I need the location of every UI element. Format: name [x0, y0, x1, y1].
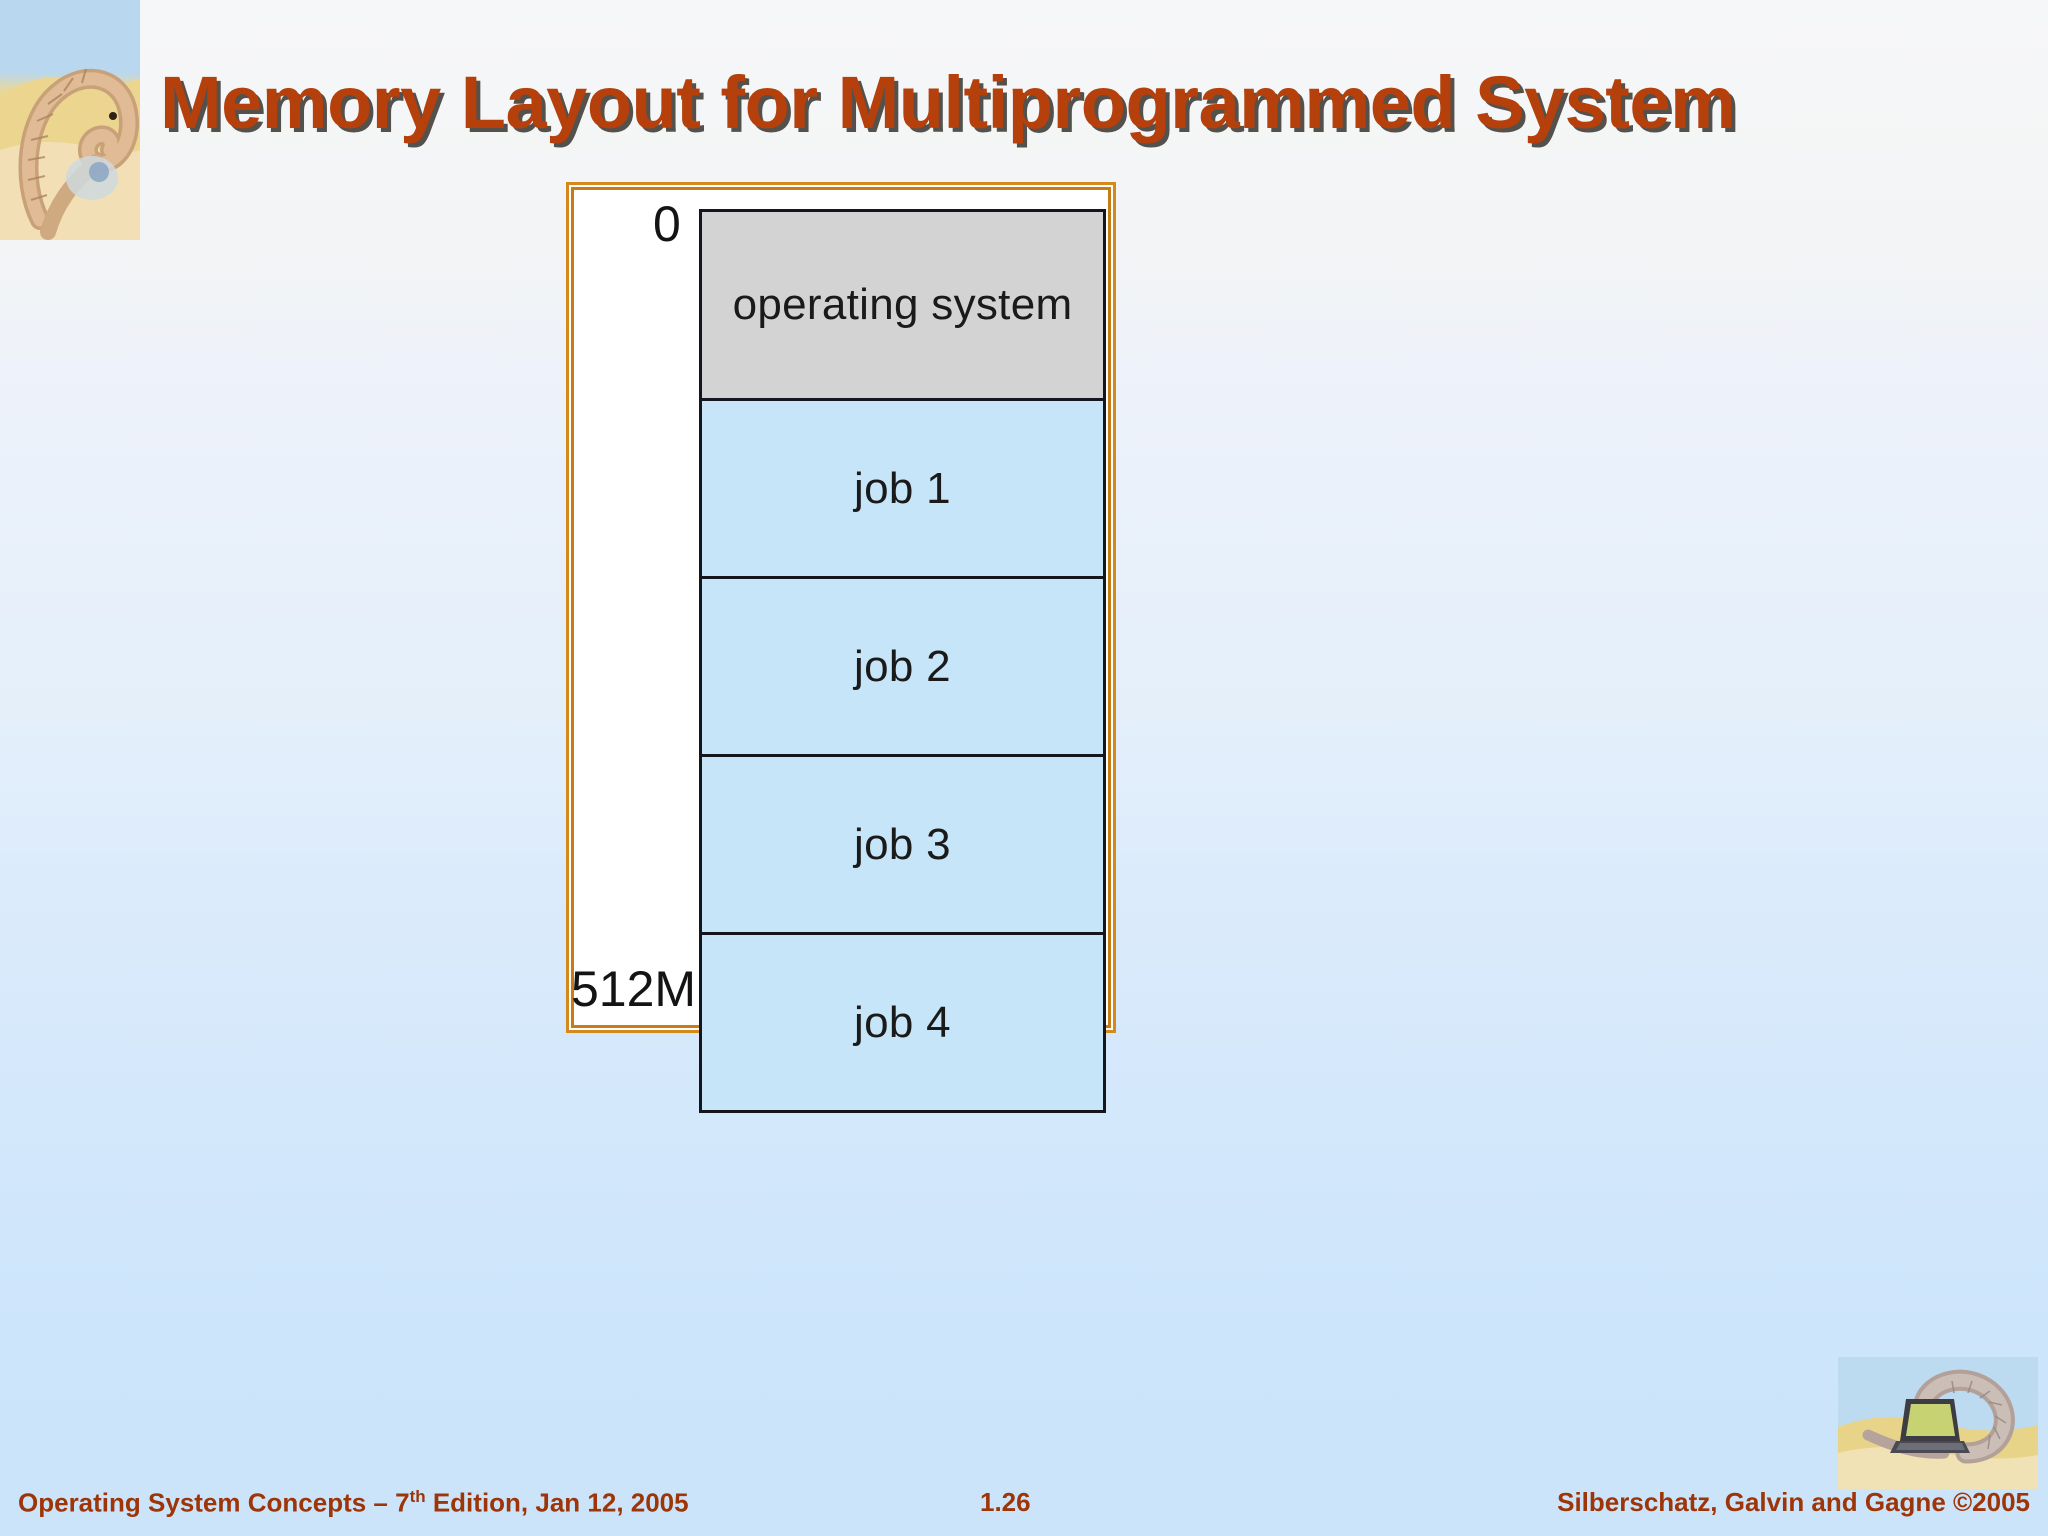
memory-layout-diagram: 0 512M operating system job 1 job 2 job …: [566, 182, 1116, 1113]
footer-copyright: Silberschatz, Galvin and Gagne ©2005: [1557, 1487, 2030, 1517]
dinosaur-logo: [0, 0, 140, 240]
memory-block-stack: operating system job 1 job 2 job 3 job 4: [699, 209, 1106, 1113]
dinosaur-logo-art: [0, 68, 140, 240]
memory-block-job-1: job 1: [702, 398, 1103, 576]
dinosaur-laptop-logo-art: [1838, 1357, 2038, 1489]
memory-block-label: job 1: [854, 463, 951, 513]
footer-edition-text: Operating System Concepts – 7th Edition,…: [18, 1487, 689, 1519]
memory-block-label: operating system: [732, 280, 1073, 329]
memory-block-job-3: job 3: [702, 754, 1103, 932]
footer-edition-ordinal: th: [409, 1487, 426, 1506]
address-label-top: 0: [653, 196, 681, 252]
laptop-icon: [1890, 1399, 1970, 1453]
page-title: Memory Layout for Multiprogrammed System: [160, 61, 1736, 144]
footer-edition-prefix: Operating System Concepts – 7: [18, 1487, 410, 1518]
memory-block-label: job 4: [854, 997, 951, 1047]
memory-block-label: job 2: [854, 641, 951, 691]
memory-block-label: job 3: [854, 819, 951, 869]
footer-edition-suffix: Edition, Jan 12, 2005: [425, 1487, 689, 1518]
memory-block-job-4: job 4: [702, 932, 1103, 1110]
slide-number: 1.26: [980, 1487, 1031, 1517]
address-label-bottom: 512M: [571, 961, 697, 1017]
dinosaur-laptop-logo: [1838, 1357, 2038, 1489]
memory-block-operating-system: operating system: [702, 212, 1103, 398]
memory-block-job-2: job 2: [702, 576, 1103, 754]
